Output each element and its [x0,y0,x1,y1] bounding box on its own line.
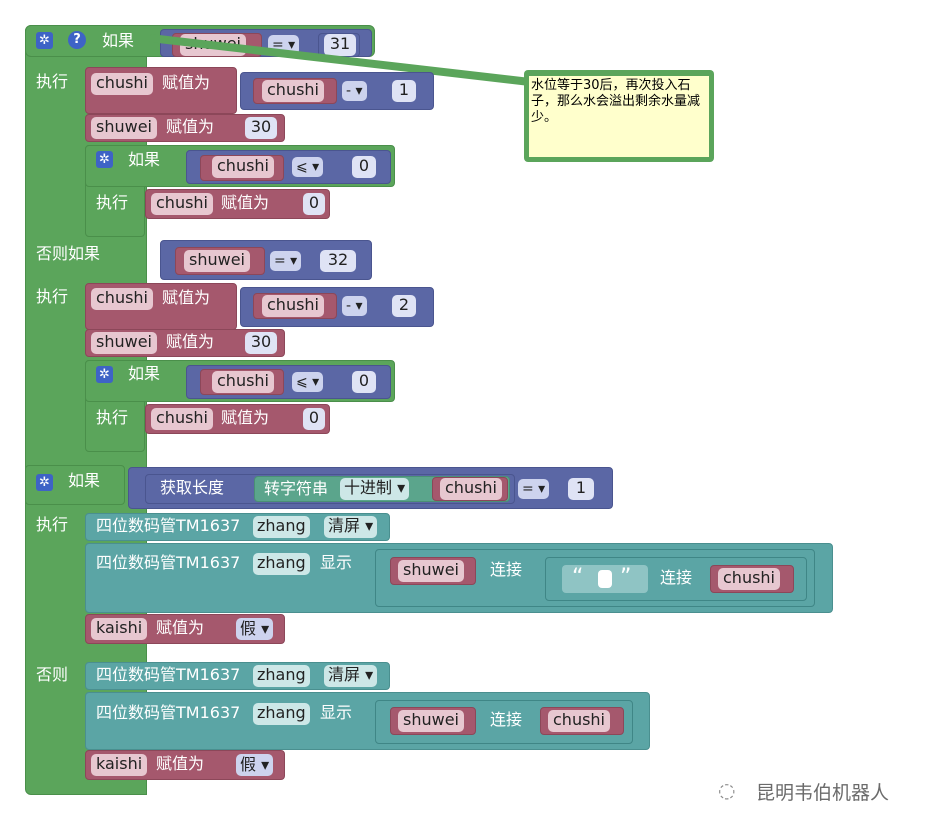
else-if-label: 否则如果 [36,244,101,263]
assign-label: 赋值为 [221,193,270,212]
assign-label: 赋值为 [156,754,205,773]
var-chushi-ref[interactable]: chushi [718,568,780,590]
assign-label: 赋值为 [162,288,211,307]
concat-label: 连接 [490,710,523,729]
tm1637-label: 四位数码管TM1637 [96,665,241,684]
tm1637-label: 四位数码管TM1637 [96,703,241,722]
num-1[interactable]: 1 [568,478,594,500]
var-chushi-ref[interactable]: chushi [440,478,502,500]
if-label: 如果 [102,31,135,50]
var-chushi-ref[interactable]: chushi [262,80,324,102]
var-chushi[interactable]: chushi [91,288,153,310]
op-dropdown-eq[interactable]: = ▾ [270,251,302,271]
false-label: 假 [240,619,257,638]
do-label: 执行 [36,515,69,534]
if-label: 如果 [68,471,101,490]
if-label: 如果 [128,364,161,383]
device-zhang[interactable]: zhang [253,516,310,538]
device-zhang[interactable]: zhang [253,665,310,687]
op-minus-label: - [346,298,352,314]
var-shuwei-ref[interactable]: shuwei [398,710,464,732]
comment-bubble[interactable]: 水位等于30后，再次投入石子，那么水会溢出剩余水量减少。 [524,70,714,162]
device-zhang[interactable]: zhang [253,703,310,725]
num-31[interactable]: 31 [324,34,356,56]
op-dropdown-le[interactable]: ⩽ ▾ [292,157,324,177]
op-dropdown-minus[interactable]: - ▾ [342,296,367,316]
display-label: 显示 [320,703,353,722]
clear-dropdown[interactable]: 清屏 ▾ [324,516,378,538]
var-chushi[interactable]: chushi [151,193,213,215]
num-1[interactable]: 1 [392,80,416,102]
help-icon[interactable]: ? [68,31,86,49]
bool-dropdown[interactable]: 假 ▾ [236,618,274,640]
num-0[interactable]: 0 [303,193,325,215]
assign-label: 赋值为 [156,618,205,637]
gear-icon[interactable]: ✲ [36,32,53,49]
tm1637-label: 四位数码管TM1637 [96,553,241,572]
var-chushi-ref[interactable]: chushi [548,710,610,732]
var-kaishi[interactable]: kaishi [91,754,148,776]
to-string-label: 转字符串 [264,479,329,498]
comment-connector [149,34,531,86]
gear-icon[interactable]: ✲ [36,474,53,491]
do-label: 执行 [96,408,129,427]
text-literal-field[interactable] [598,570,612,588]
var-chushi-ref[interactable]: chushi [212,371,274,393]
wechat-icon: ◌ [718,778,736,802]
watermark-text: 昆明韦伯机器人 [756,782,890,804]
var-chushi-ref[interactable]: chushi [212,156,274,178]
do-label-1: 执行 [36,72,69,91]
if-label: 如果 [128,150,161,169]
var-shuwei[interactable]: shuwei [91,332,157,354]
clear-dropdown[interactable]: 清屏 ▾ [324,665,378,687]
op-le-label: ⩽ [296,159,308,175]
gear-icon[interactable]: ✲ [96,151,113,168]
var-shuwei-ref[interactable]: shuwei [398,560,464,582]
op-eq-label: = [274,253,286,269]
clear-label: 清屏 [328,516,361,535]
assign-label: 赋值为 [221,408,270,427]
assign-label: 赋值为 [166,332,215,351]
var-chushi[interactable]: chushi [151,408,213,430]
concat-label: 连接 [490,560,523,579]
decimal-dropdown[interactable]: 十进制 ▾ [340,478,410,500]
device-zhang[interactable]: zhang [253,553,310,575]
decimal-label: 十进制 [344,478,393,497]
op-minus-label: - [346,83,352,99]
assign-label: 赋值为 [166,117,215,136]
concat-label: 连接 [660,568,693,587]
var-kaishi[interactable]: kaishi [91,618,148,640]
var-chushi[interactable]: chushi [91,73,153,95]
num-0[interactable]: 0 [352,156,376,178]
else-label: 否则 [36,665,69,684]
display-label: 显示 [320,553,353,572]
assign-label: 赋值为 [162,73,211,92]
op-eq-label: = [522,481,534,497]
do-label-2: 执行 [36,287,69,306]
num-30[interactable]: 30 [245,117,277,139]
num-0[interactable]: 0 [303,408,325,430]
quote-close: ” [620,565,632,590]
bool-dropdown[interactable]: 假 ▾ [236,754,274,776]
comment-text[interactable]: 水位等于30后，再次投入石子，那么水会溢出剩余水量减少。 [529,76,709,157]
var-chushi-ref[interactable]: chushi [262,295,324,317]
op-eq-label: = [272,37,284,53]
var-shuwei-ref[interactable]: shuwei [184,250,250,272]
num-0[interactable]: 0 [352,371,376,393]
gear-icon[interactable]: ✲ [96,366,113,383]
do-label: 执行 [96,193,129,212]
num-2[interactable]: 2 [392,295,416,317]
var-shuwei[interactable]: shuwei [91,117,157,139]
length-label: 获取长度 [160,478,225,497]
false-label: 假 [240,755,257,774]
op-dropdown-minus[interactable]: - ▾ [342,81,367,101]
op-dropdown-eq[interactable]: = ▾ [518,479,550,499]
tm1637-label: 四位数码管TM1637 [96,516,241,535]
quote-open: “ [572,565,584,590]
clear-label: 清屏 [328,665,361,684]
op-dropdown-le[interactable]: ⩽ ▾ [292,372,324,392]
num-30[interactable]: 30 [245,332,277,354]
op-le-label: ⩽ [296,374,308,390]
num-32[interactable]: 32 [320,250,356,272]
